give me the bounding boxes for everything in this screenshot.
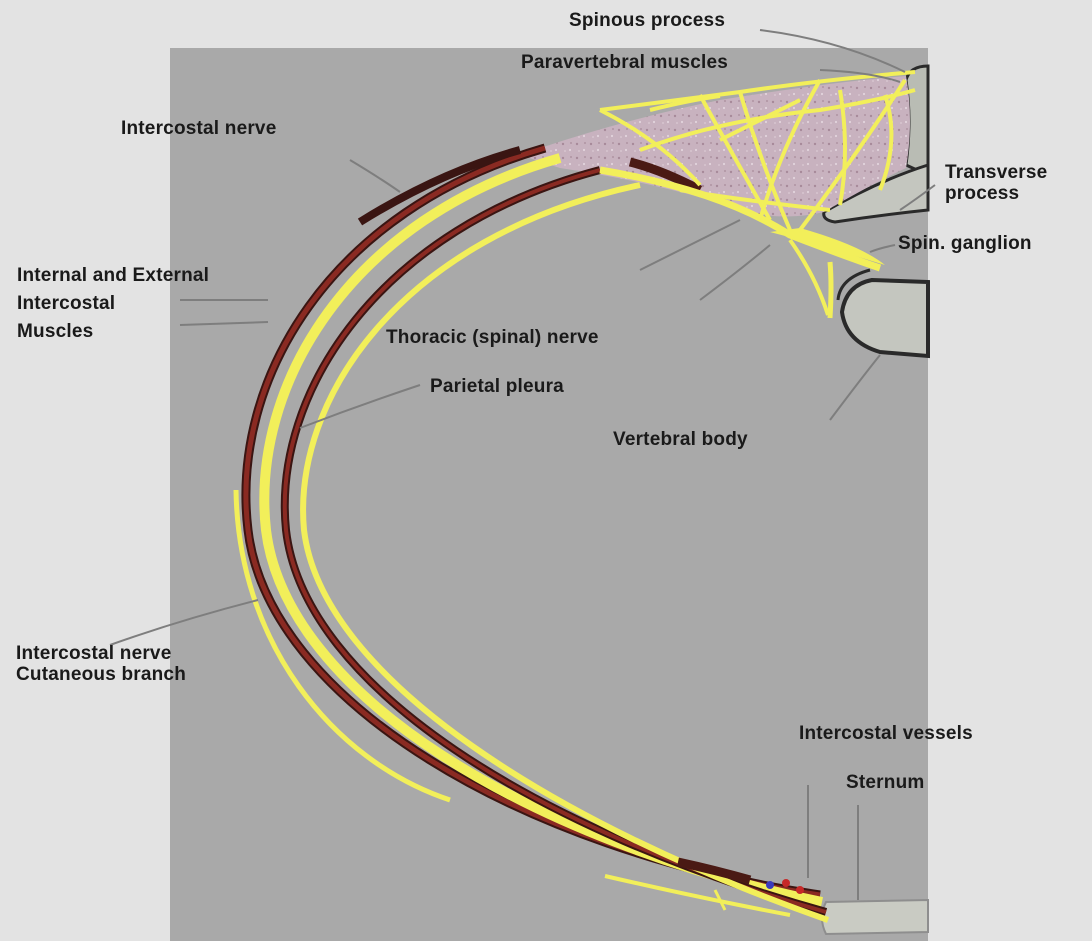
label-parietal-pleura: Parietal pleura xyxy=(430,376,564,397)
label-intercostal-muscles-line1: Internal and External xyxy=(17,262,209,290)
label-vertebral-body: Vertebral body xyxy=(613,429,748,450)
intercostal-vessel xyxy=(782,879,790,887)
label-cutaneous-branch: Intercostal nerve Cutaneous branch xyxy=(16,643,186,685)
intercostal-vessel xyxy=(796,886,804,894)
label-transverse-process-line2: process xyxy=(945,183,1047,204)
label-sternum: Sternum xyxy=(846,772,924,793)
label-thoracic-nerve: Thoracic (spinal) nerve xyxy=(386,327,599,348)
label-transverse-process: Transverse process xyxy=(945,162,1047,204)
label-intercostal-muscles: Internal and External Intercostal Muscle… xyxy=(17,262,209,346)
intercostal-vessel xyxy=(766,881,774,889)
label-spinal-ganglion: Spin. ganglion xyxy=(898,233,1032,254)
label-intercostal-muscles-line2: Intercostal xyxy=(17,290,209,318)
nerve-root xyxy=(830,262,831,318)
sternum xyxy=(822,900,928,934)
label-intercostal-muscles-line3: Muscles xyxy=(17,318,209,346)
label-cutaneous-branch-line1: Intercostal nerve xyxy=(16,643,186,664)
label-paravertebral-muscles: Paravertebral muscles xyxy=(521,52,728,73)
label-transverse-process-line1: Transverse xyxy=(945,162,1047,183)
label-intercostal-nerve: Intercostal nerve xyxy=(121,118,276,139)
label-intercostal-vessels: Intercostal vessels xyxy=(799,723,973,744)
label-cutaneous-branch-line2: Cutaneous branch xyxy=(16,664,186,685)
label-spinous-process: Spinous process xyxy=(569,10,725,31)
